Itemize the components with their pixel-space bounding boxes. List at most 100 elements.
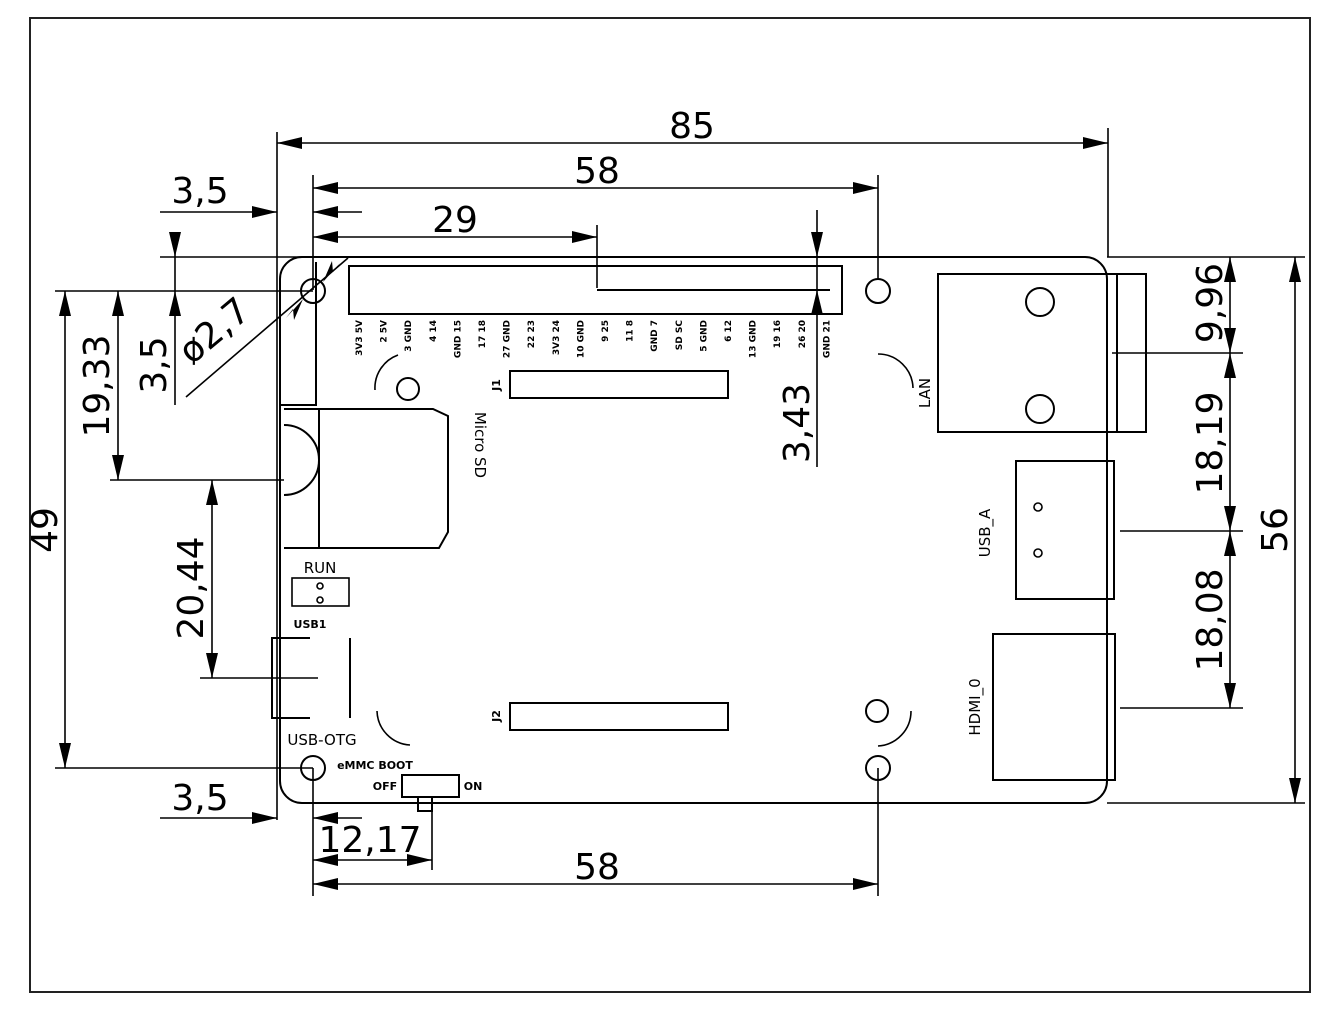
j1-connector — [509, 370, 729, 399]
lan-hole-1 — [1025, 287, 1055, 317]
pin-label: 17 18 — [478, 320, 488, 348]
arrow — [1289, 778, 1301, 803]
label-emmc-boot: eMMC BOOT — [337, 759, 413, 772]
arrow — [407, 854, 432, 866]
boot-switch-knob — [417, 796, 433, 812]
label-lan: LAN — [916, 378, 934, 408]
arrow — [59, 743, 71, 768]
arrow — [853, 878, 878, 890]
pin-label: 27 GND — [503, 320, 513, 358]
usb-a-jack — [1015, 460, 1115, 600]
pin-label: 6 12 — [724, 320, 734, 342]
arrow — [112, 455, 124, 480]
arc-4 — [877, 710, 912, 747]
sd-arc — [283, 424, 320, 496]
arrow — [1224, 683, 1236, 708]
arrow — [169, 232, 181, 257]
arrow — [286, 299, 303, 320]
pin-label: 26 20 — [798, 320, 808, 348]
pin-label: GND 21 — [822, 320, 832, 358]
label-usb1: USB1 — [294, 618, 327, 631]
label-j2: J2 — [490, 710, 503, 723]
dim-29: 29 — [432, 200, 478, 241]
run-button — [291, 577, 350, 607]
label-run: RUN — [304, 559, 337, 577]
arc-1 — [374, 354, 399, 391]
dim-18-19: 18,19 — [1190, 391, 1231, 494]
arrow — [811, 232, 823, 257]
pin-label: GND 7 — [650, 320, 660, 352]
run-pad-2 — [316, 596, 324, 604]
arrow — [206, 480, 218, 505]
label-usb-otg: USB-OTG — [287, 731, 356, 749]
arrow — [313, 206, 338, 218]
dim-3-5-vertical: 3,5 — [134, 336, 175, 393]
pin-label: 13 GND — [749, 320, 759, 358]
hole-small-bottom — [865, 699, 889, 723]
board-outline — [279, 256, 1108, 804]
mount-hole-top-right — [865, 278, 891, 304]
arc-2 — [877, 353, 914, 389]
arrow — [313, 854, 338, 866]
pin-label: SD SC — [675, 320, 685, 351]
dim-18-08: 18,08 — [1190, 568, 1231, 671]
diameter-leader — [185, 257, 349, 398]
dim-56: 56 — [1255, 507, 1296, 553]
dim-3-43: 3,43 — [777, 383, 818, 463]
label-micro-sd: Micro SD — [471, 412, 489, 478]
pin-label: 2 5V — [380, 320, 390, 343]
pin-label: 3 GND — [404, 320, 414, 352]
gpio-header — [348, 265, 843, 315]
j2-connector — [509, 702, 729, 731]
dim-3-5-top: 3,5 — [171, 171, 228, 212]
pin-label: 19 16 — [773, 320, 783, 348]
arrow — [1289, 257, 1301, 282]
micro-sd-slot — [284, 408, 449, 549]
hdmi-jack — [992, 633, 1116, 781]
lan-hole-2 — [1025, 394, 1055, 424]
pin-label: 3V3 24 — [552, 320, 562, 355]
arrow — [313, 812, 338, 824]
arrow — [853, 182, 878, 194]
arrow — [1224, 353, 1236, 378]
dim-9-96: 9,96 — [1190, 263, 1231, 343]
arrow — [206, 653, 218, 678]
arrow — [572, 231, 597, 243]
label-j1: J1 — [490, 379, 503, 392]
arrow — [252, 812, 277, 824]
arrow — [313, 878, 338, 890]
arrow — [1224, 328, 1236, 353]
label-off: OFF — [373, 780, 397, 793]
usb-a-pad-1 — [1033, 502, 1043, 512]
arrow — [1083, 137, 1108, 149]
pin-label: 10 GND — [576, 320, 586, 358]
pin-label: 4 14 — [429, 320, 439, 342]
arrow — [313, 182, 338, 194]
pin-label: 3V3 5V — [355, 320, 365, 356]
pin-label: 22 23 — [527, 320, 537, 348]
dim-58-top: 58 — [574, 151, 620, 192]
dim-3-5-bottom: 3,5 — [171, 778, 228, 819]
arrow — [277, 137, 302, 149]
dim-19-33: 19,33 — [77, 334, 118, 437]
board-corner-top-left — [279, 256, 303, 405]
arrow — [1224, 257, 1236, 282]
header-pin-labels: 3V3 5V 2 5V 3 GND 4 14 GND 15 17 18 27 GND 22 2… — [355, 320, 832, 358]
arrow — [112, 291, 124, 316]
arrow — [59, 291, 71, 316]
pin-label: 11 8 — [626, 320, 636, 342]
label-usb-a: USB_A — [976, 508, 995, 557]
pin-label: 9 25 — [601, 320, 611, 342]
label-hdmi: HDMI_0 — [966, 678, 985, 735]
dim-20-44: 20,44 — [171, 536, 212, 639]
run-pad-1 — [316, 582, 324, 590]
hole-small-sd — [396, 377, 420, 401]
arrow — [1224, 531, 1236, 556]
drawing-frame — [29, 17, 1311, 993]
dim-49: 49 — [25, 507, 66, 553]
arrow — [252, 206, 277, 218]
boot-switch — [401, 774, 460, 798]
pin-label: GND 15 — [453, 320, 463, 358]
